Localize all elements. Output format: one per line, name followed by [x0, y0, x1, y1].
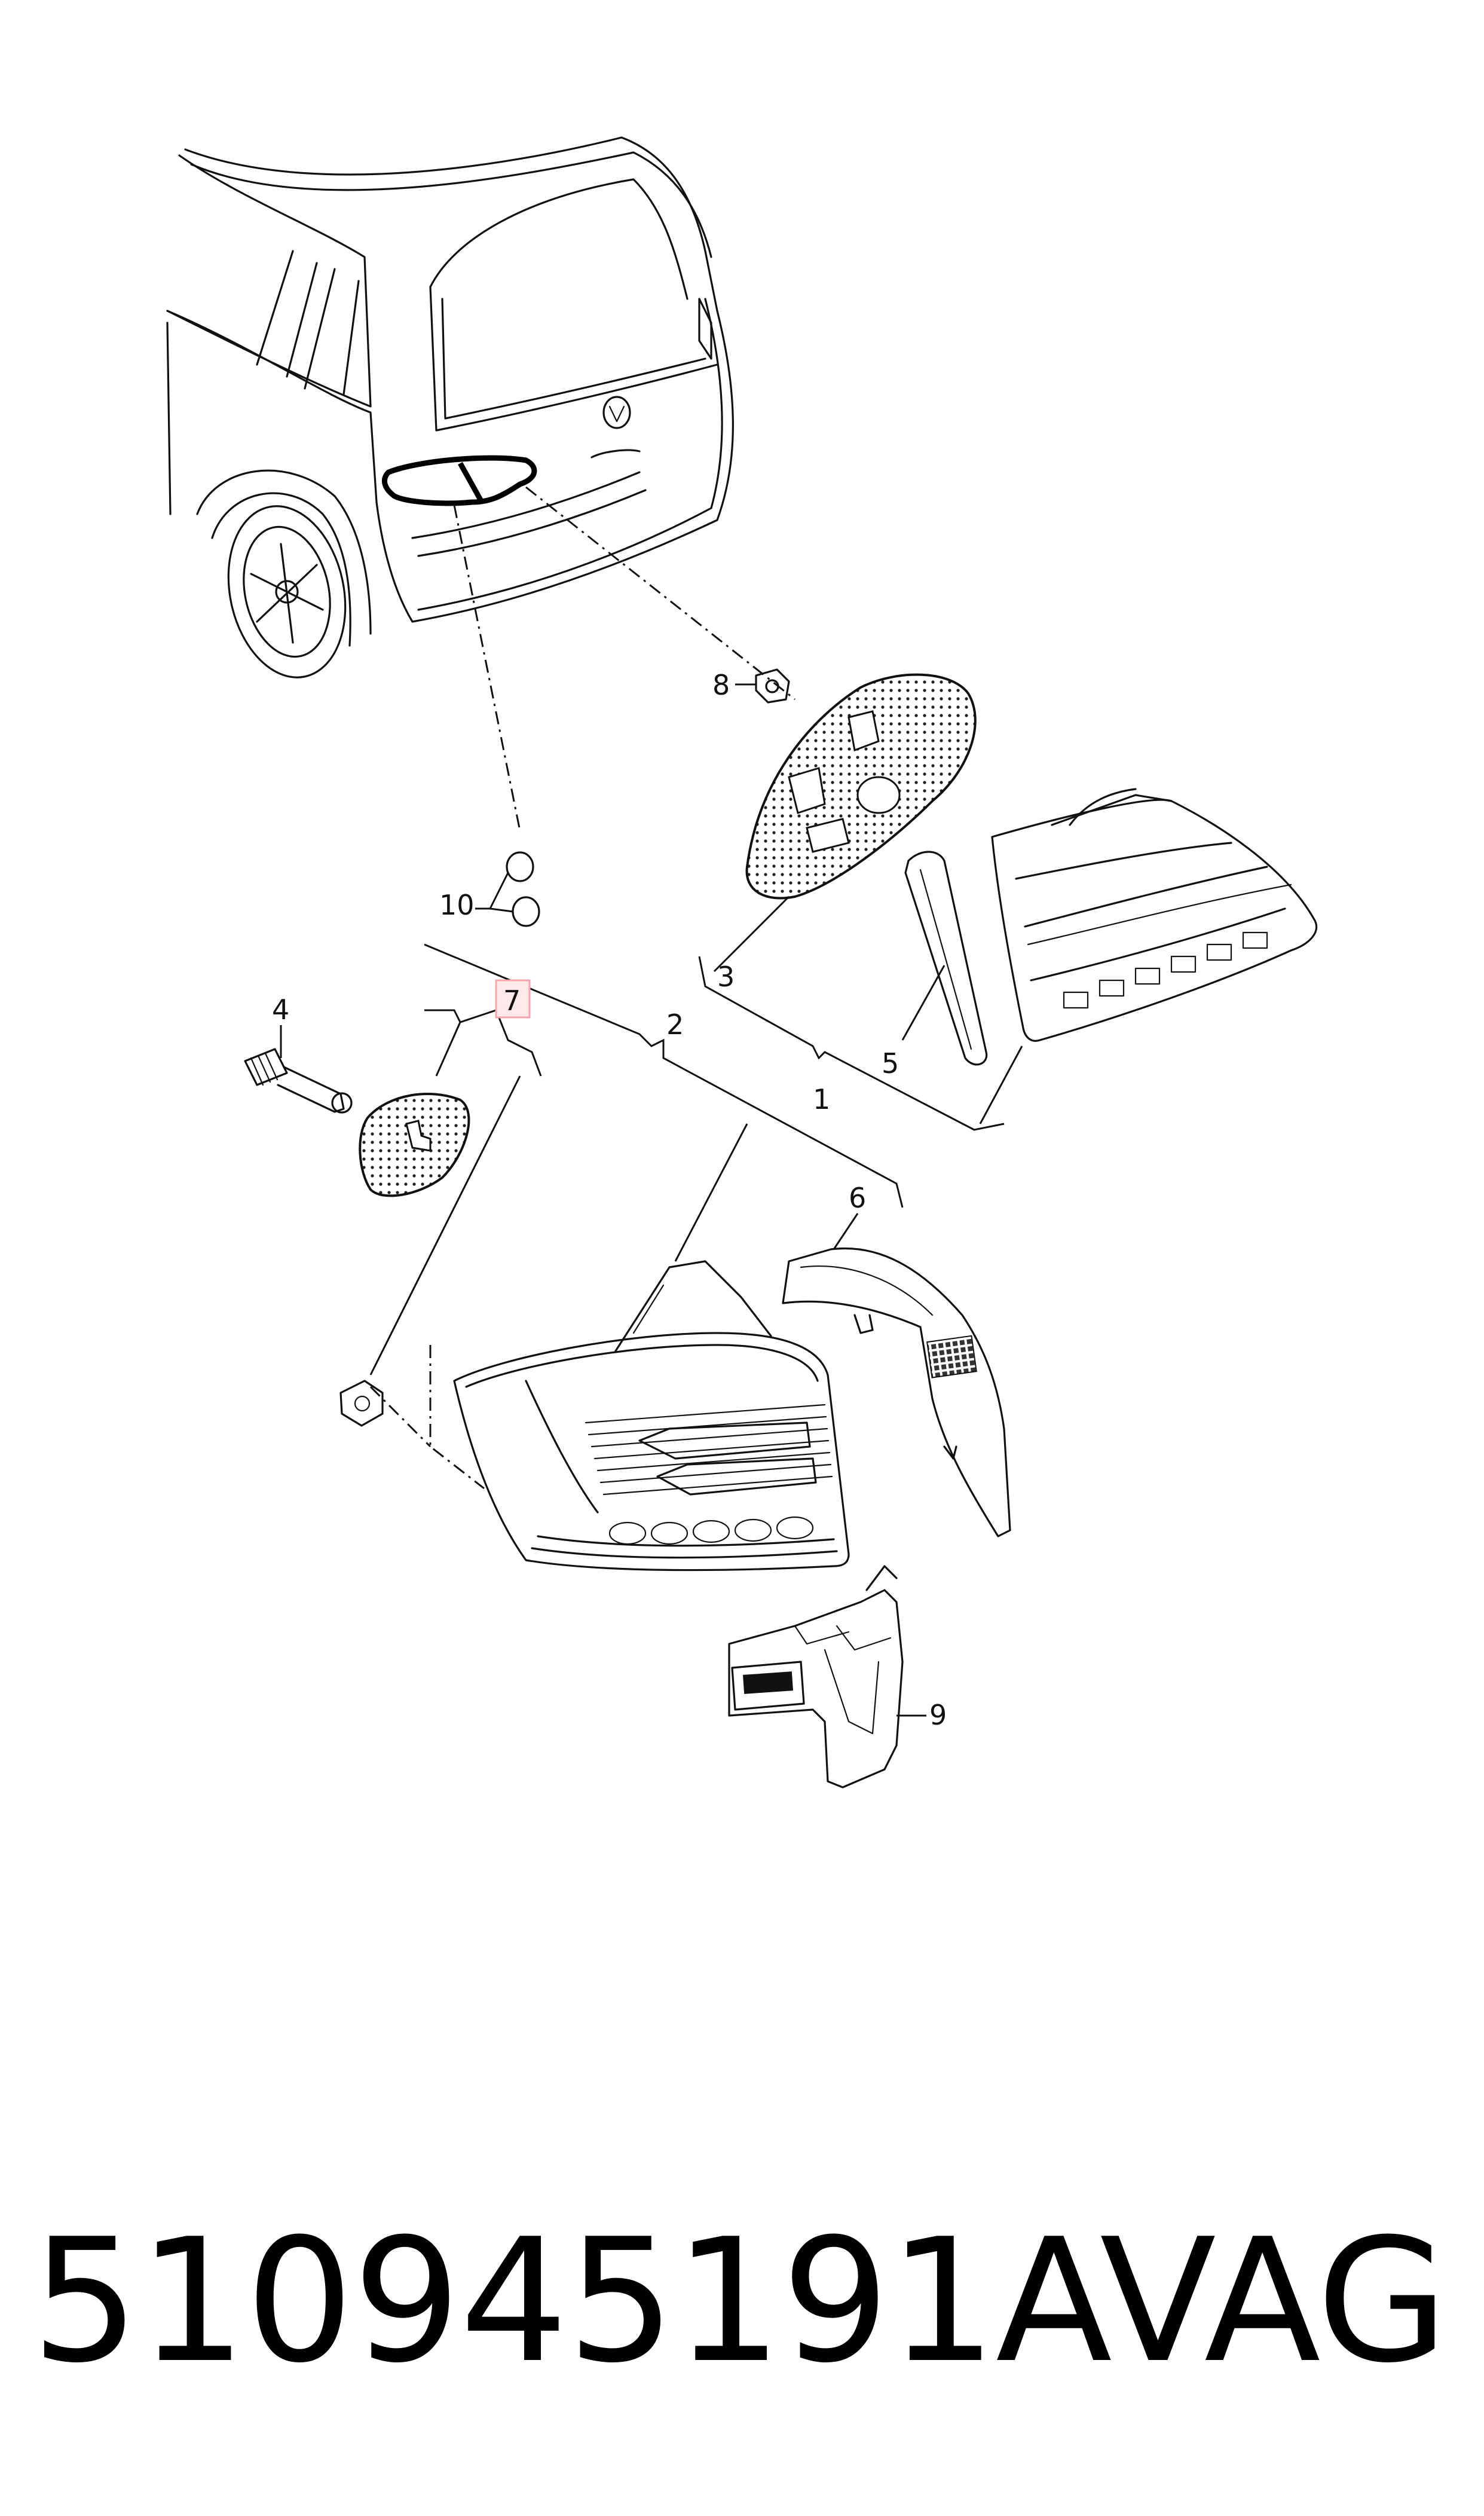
part-7-gasket [359, 1093, 470, 1197]
part-6-cover [782, 1247, 1011, 1537]
car-rear-illustration [166, 136, 734, 678]
callout-2: 2 [666, 1008, 684, 1041]
diagram-svg: 1 2 3 4 5 6 7 8 9 10 [166, 136, 1318, 1789]
part-9-bracket [728, 1565, 926, 1789]
callout-7: 7 [503, 985, 521, 1017]
callout-labels: 1 2 3 4 5 6 7 8 9 10 [272, 669, 947, 1731]
part-3-gasket [745, 673, 977, 900]
callout-7-highlight-box [495, 979, 531, 1019]
leader-line [525, 486, 795, 701]
callout-10: 10 [439, 889, 475, 921]
callout-5: 5 [882, 1047, 899, 1080]
leader-line [453, 505, 521, 831]
callout-8: 8 [712, 669, 730, 701]
callout-6: 6 [849, 1182, 866, 1214]
part-2-outer-tail-light [369, 1123, 850, 1572]
part-8-nut [735, 668, 790, 704]
callout-1: 1 [813, 1083, 830, 1115]
part-7-nut [339, 1075, 521, 1427]
brand-label: VAG [1100, 2202, 1449, 2401]
part-4-screw [244, 1025, 353, 1114]
inner-tail-light-led-row [1063, 931, 1268, 1009]
part-1-inner-tail-light [991, 788, 1318, 1042]
callout-4: 4 [272, 993, 289, 1026]
leader-line [833, 1213, 859, 1250]
outer-tail-light-led-row [608, 1516, 814, 1545]
part-7-bracket [424, 1009, 542, 1077]
part-number: 510945191A [31, 2202, 1112, 2401]
callout-9: 9 [929, 1699, 947, 1731]
outer-tail-light-lens-stripes [585, 1404, 833, 1496]
group-bracket-1 [698, 895, 1023, 1131]
callout-3: 3 [717, 961, 735, 993]
part-10-o-rings [475, 851, 540, 927]
group-bracket-2 [424, 943, 904, 1208]
part-5-reflector-strip [904, 851, 988, 1066]
